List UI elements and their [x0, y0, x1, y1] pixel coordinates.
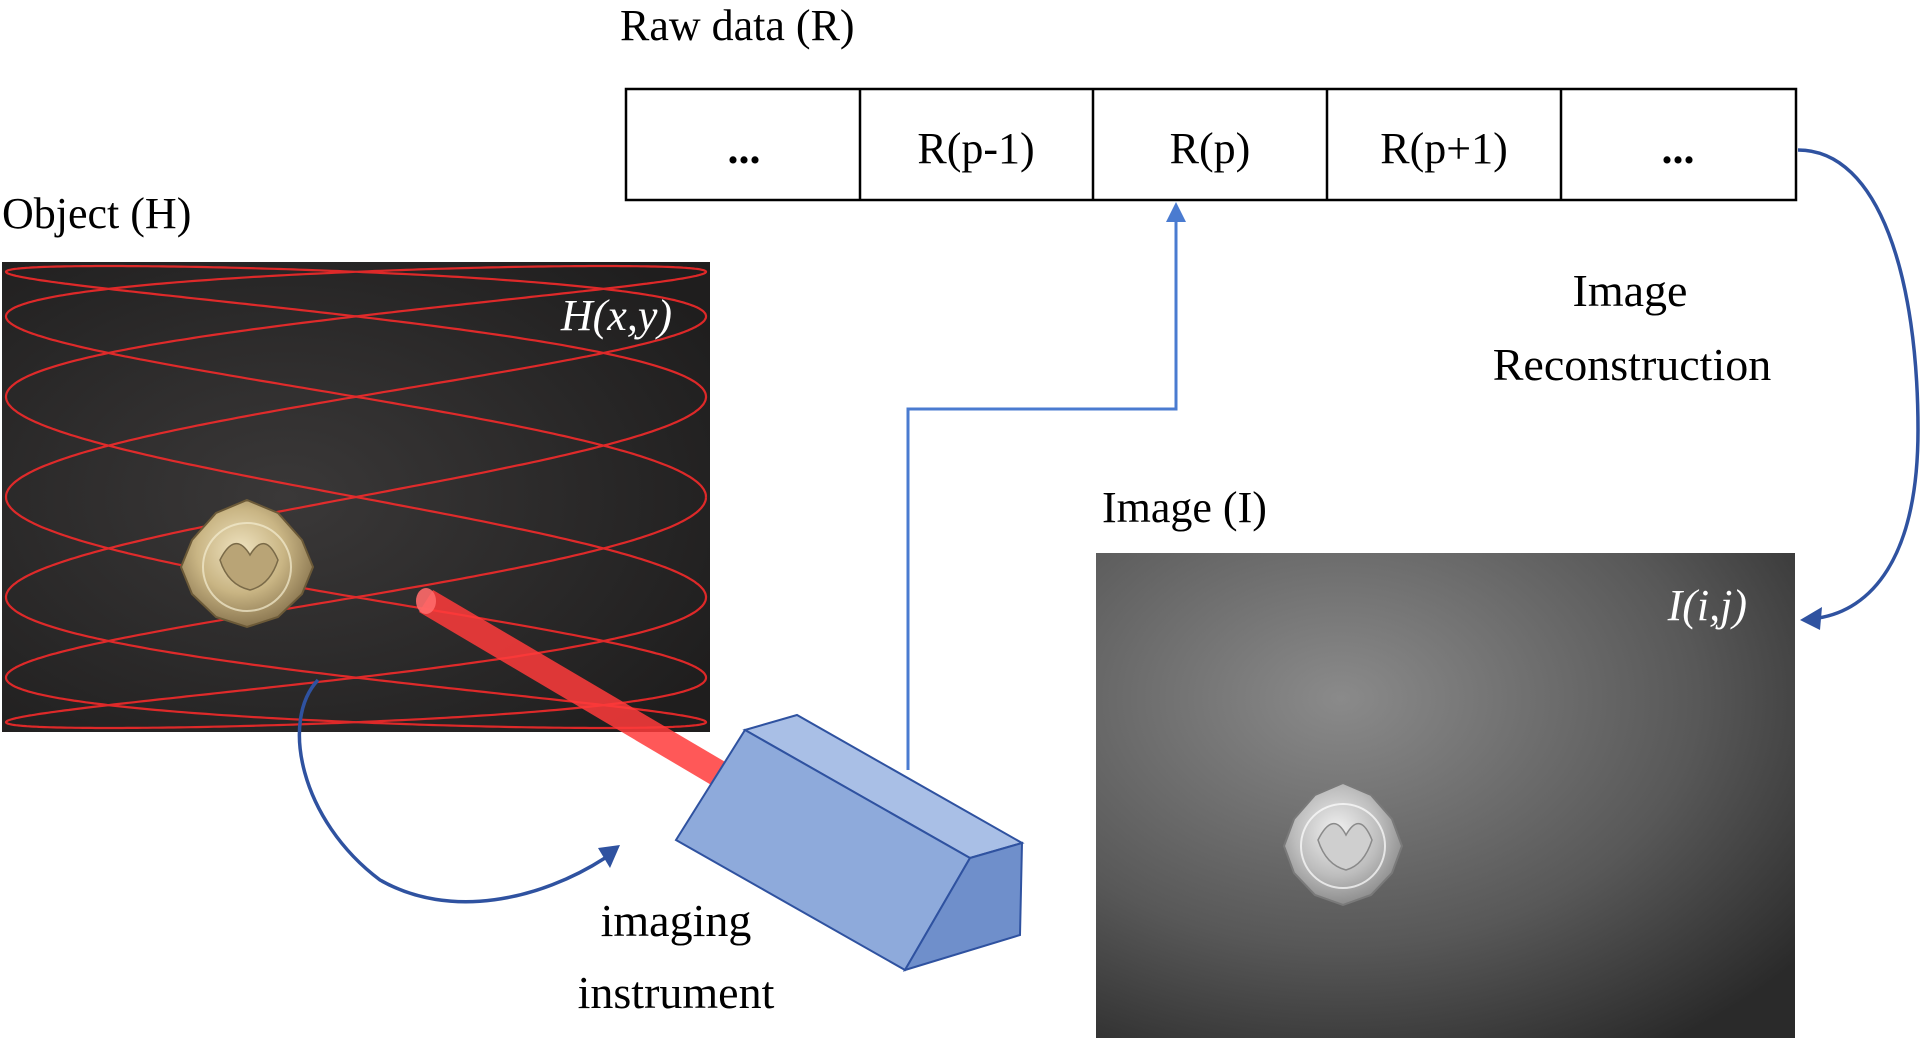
object-panel: H(x,y) [2, 262, 710, 732]
raw-data-cell-p: R(p) [1170, 124, 1251, 173]
reconstruction-label-line1: Image [1573, 265, 1688, 316]
signal-arrow [906, 202, 1186, 770]
image-formula: I(i,j) [1667, 581, 1747, 630]
reconstruction-label-line2: Reconstruction [1493, 339, 1772, 390]
raw-data-title: Raw data (R) [620, 1, 855, 50]
raw-data-frame [624, 87, 1798, 202]
scan-pattern [4, 264, 708, 730]
instrument-side-face [902, 841, 1024, 972]
image-panel: I(i,j) [1096, 553, 1795, 1038]
object-formula: H(x,y) [560, 291, 672, 340]
instrument-label-line1: imaging [601, 895, 752, 946]
raw-data-cell-p-plus-1: R(p+1) [1380, 124, 1507, 173]
reconstruction-arrow [1797, 148, 1920, 630]
coin-icon [179, 498, 315, 629]
instrument-label-line2: instrument [578, 967, 775, 1018]
coin-icon [1282, 781, 1404, 907]
image-background [1096, 553, 1795, 1038]
raw-data-cell-ellipsis-left: ... [728, 124, 761, 173]
object-title: Object (H) [2, 189, 191, 238]
lissajous-scan-path [4, 264, 708, 730]
raw-data-cell-p-minus-1: R(p-1) [917, 124, 1034, 173]
imaging-instrument-icon [674, 713, 1025, 972]
raw-data-strip: ... R(p-1) R(p) R(p+1) ... [624, 87, 1798, 202]
image-title: Image (I) [1102, 483, 1267, 532]
laser-beam-icon [416, 588, 727, 786]
object-to-instrument-arrow [297, 678, 620, 904]
raw-data-cell-ellipsis-right: ... [1662, 124, 1695, 173]
